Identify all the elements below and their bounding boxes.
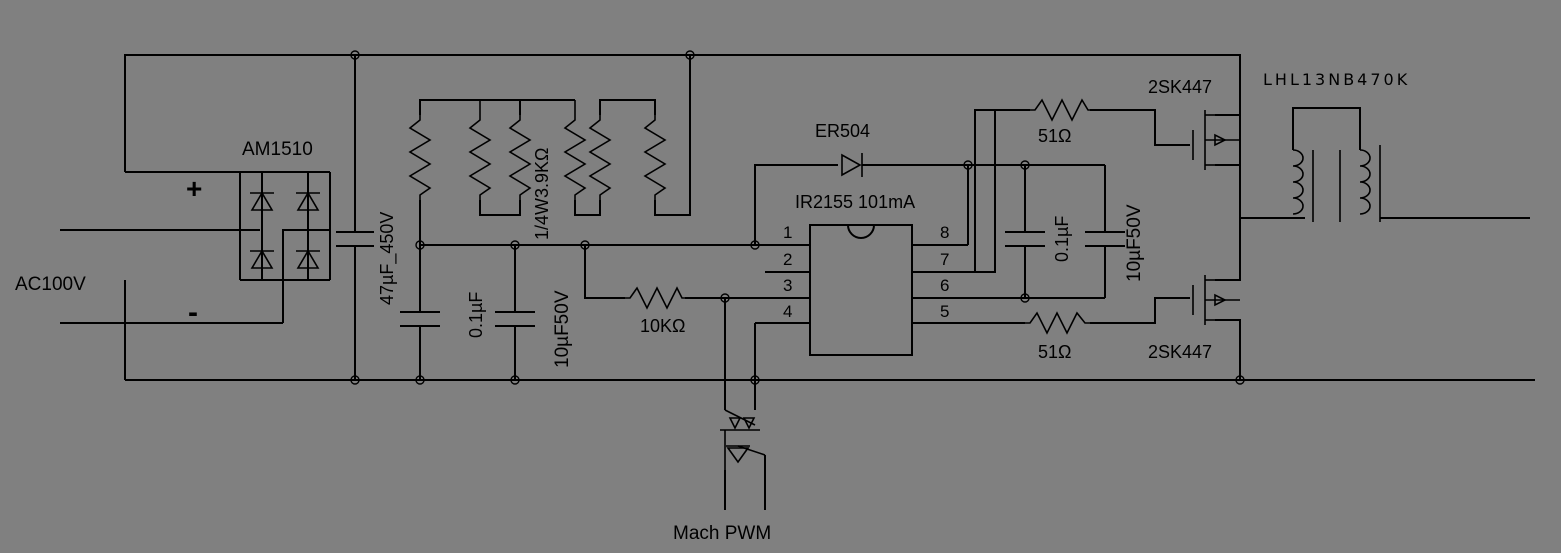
label-diode: ER504 xyxy=(815,121,870,141)
label-cap4: 10µF50V xyxy=(1124,204,1145,282)
label-r-gate-top: 51Ω xyxy=(1038,126,1071,146)
pin-2: 2 xyxy=(783,250,792,269)
bridge-rectifier xyxy=(239,172,331,281)
label-cap1: 0.1µF xyxy=(466,292,486,338)
label-mosfet-bottom: 2SK447 xyxy=(1148,342,1212,362)
optocoupler xyxy=(720,409,766,470)
mosfets xyxy=(1192,110,1240,325)
label-resistors: 1/4W3.9KΩ xyxy=(532,148,552,241)
capacitors xyxy=(336,231,1125,327)
pin-8: 8 xyxy=(940,223,949,242)
label-cap2: 10µF50V xyxy=(552,290,573,368)
label-pwm: Mach PWM xyxy=(673,523,771,544)
label-bridge: AM1510 xyxy=(242,139,313,160)
label-plus: + xyxy=(186,173,202,204)
pin-5: 5 xyxy=(940,302,949,321)
label-mosfet-top: 2SK447 xyxy=(1148,77,1212,97)
label-coil: LHL13NB470K xyxy=(1263,70,1410,89)
junctions xyxy=(350,50,1245,385)
wires xyxy=(60,54,1535,510)
label-r-gate-bottom: 51Ω xyxy=(1038,342,1071,362)
label-ic: IR2155 101mA xyxy=(795,192,915,212)
pin-1: 1 xyxy=(783,223,792,242)
ic-ir2155 xyxy=(765,224,960,356)
label-bulk-cap: 47µF_450V xyxy=(377,212,398,305)
label-r-input: 10KΩ xyxy=(640,316,685,336)
pin-7: 7 xyxy=(940,250,949,269)
diode-er504 xyxy=(841,153,863,177)
coil-transformer xyxy=(1292,145,1381,222)
resistors xyxy=(408,98,1090,335)
label-ac-input: AC100V xyxy=(15,274,86,295)
label-minus: - xyxy=(188,296,198,329)
pin-4: 4 xyxy=(783,302,792,321)
pin-3: 3 xyxy=(783,276,792,295)
labels: AM1510 + - AC100V 47µF_450V 1/4W3.9KΩ 0.… xyxy=(15,70,1410,544)
label-cap3: 0.1µF xyxy=(1052,216,1072,262)
pin-6: 6 xyxy=(940,276,949,295)
